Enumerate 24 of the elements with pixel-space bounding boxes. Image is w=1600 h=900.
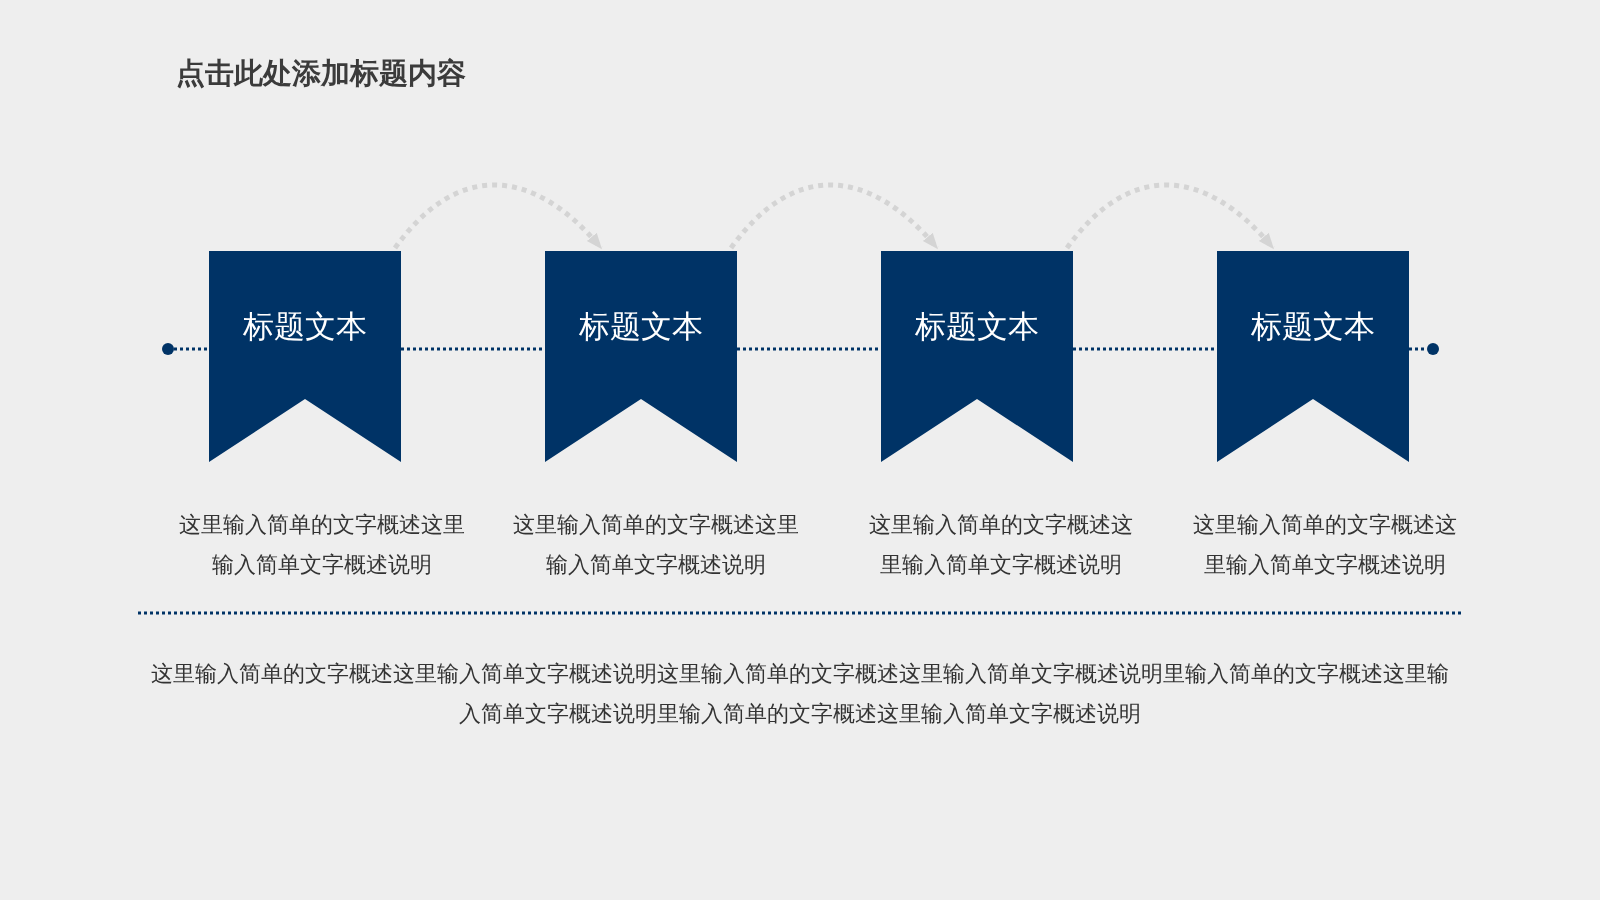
description-text: 这里输入简单的文字概述这里输入简单文字概述说明 — [178, 511, 466, 579]
description-text: 这里输入简单的文字概述这里输入简单文字概述说明 — [868, 511, 1134, 579]
body-paragraph: 这里输入简单的文字概述这里输入简单文字概述说明这里输入简单的文字概述这里输入简单文字概述说明里输入简单的文字概述这里输入简单文字概述说明里输入简单的文字概述这里输入简单文字概述说明 — [150, 660, 1450, 728]
dotted-connector — [174, 347, 209, 351]
bookmark-banner — [1217, 251, 1409, 462]
end-dot-icon — [162, 343, 174, 355]
bookmark-banner — [209, 251, 401, 462]
bookmark-banner — [545, 251, 737, 462]
dotted-connector — [1073, 347, 1217, 351]
banner-title: 标题文本 — [243, 308, 367, 346]
banner-title: 标题文本 — [915, 308, 1039, 346]
dotted-connector — [401, 347, 545, 351]
end-dot-icon — [1427, 343, 1439, 355]
description-text: 这里输入简单的文字概述这里输入简单文字概述说明 — [512, 511, 800, 579]
bookmark-banner — [881, 251, 1073, 462]
dotted-connector — [1409, 347, 1427, 351]
banner-title: 标题文本 — [1251, 308, 1375, 346]
banner-title: 标题文本 — [579, 308, 703, 346]
dotted-connector — [737, 347, 881, 351]
description-text: 这里输入简单的文字概述这里输入简单文字概述说明 — [1192, 511, 1458, 579]
slide-title: 点击此处添加标题内容 — [176, 56, 466, 91]
curved-arrow — [729, 182, 939, 250]
curved-arrow — [393, 182, 603, 250]
curved-arrow — [1065, 182, 1275, 250]
